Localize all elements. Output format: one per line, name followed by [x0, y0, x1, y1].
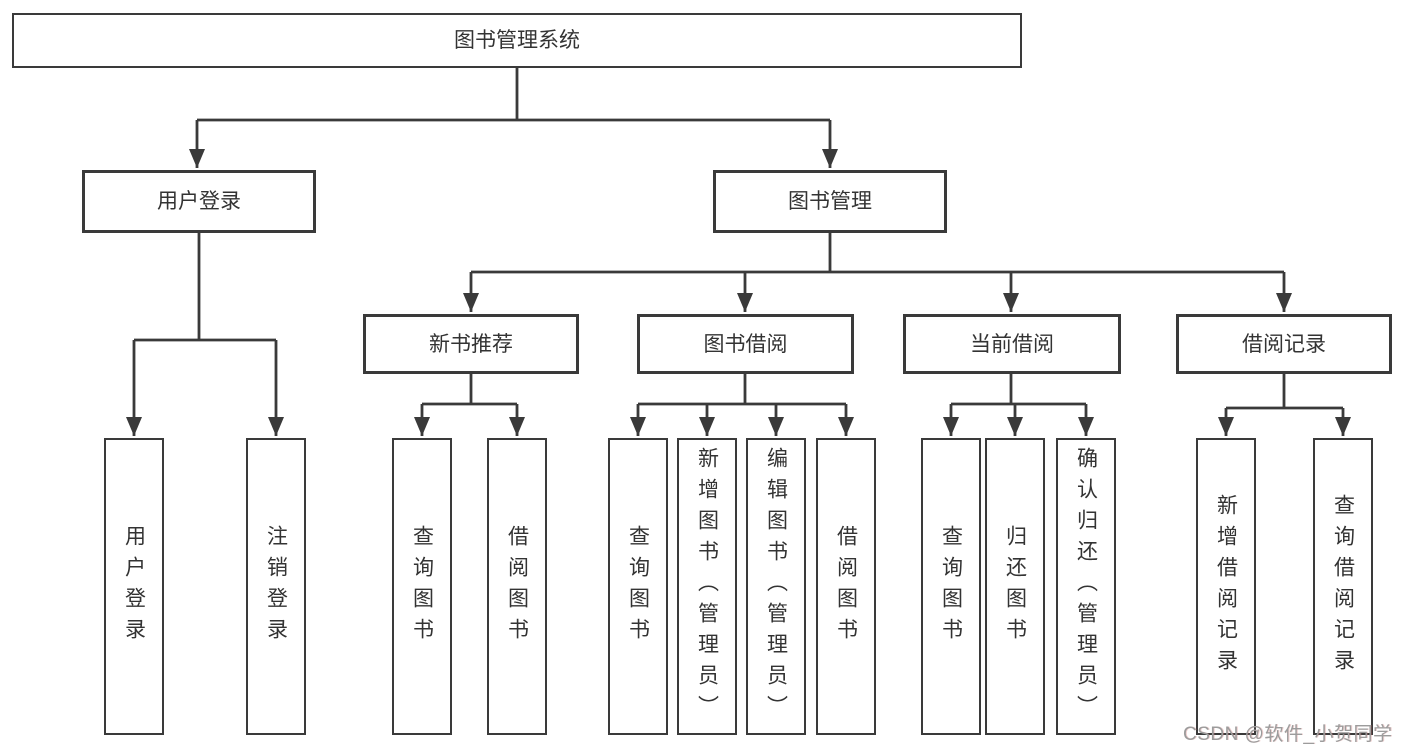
node-leaf-borrowing-query-book: 查询图书 — [608, 438, 668, 735]
csdn-watermark: CSDN @软件_小贺同学 — [1183, 724, 1393, 745]
node-leaf-add-borrow-record: 新增借阅记录 — [1196, 438, 1256, 735]
node-user-login: 用户登录 — [82, 170, 316, 233]
node-new-book-recommend: 新书推荐 — [363, 314, 579, 374]
node-leaf-recommend-query-book: 查询图书 — [392, 438, 452, 735]
node-borrow-records: 借阅记录 — [1176, 314, 1392, 374]
node-leaf-recommend-borrow-book: 借阅图书 — [487, 438, 547, 735]
node-leaf-edit-book-admin: 编辑图书（管理员） — [746, 438, 806, 735]
node-leaf-add-book-admin: 新增图书（管理员） — [677, 438, 737, 735]
node-leaf-borrowing-borrow-book: 借阅图书 — [816, 438, 876, 735]
node-root: 图书管理系统 — [12, 13, 1022, 68]
node-current-borrowing: 当前借阅 — [903, 314, 1121, 374]
node-leaf-query-borrow-record: 查询借阅记录 — [1313, 438, 1373, 735]
node-leaf-current-query-book: 查询图书 — [921, 438, 981, 735]
node-leaf-logout: 注销登录 — [246, 438, 306, 735]
node-leaf-confirm-return-admin: 确认归还（管理员） — [1056, 438, 1116, 735]
node-book-borrowing: 图书借阅 — [637, 314, 854, 374]
node-book-management: 图书管理 — [713, 170, 947, 233]
node-leaf-return-book: 归还图书 — [985, 438, 1045, 735]
node-leaf-user-login: 用户登录 — [104, 438, 164, 735]
